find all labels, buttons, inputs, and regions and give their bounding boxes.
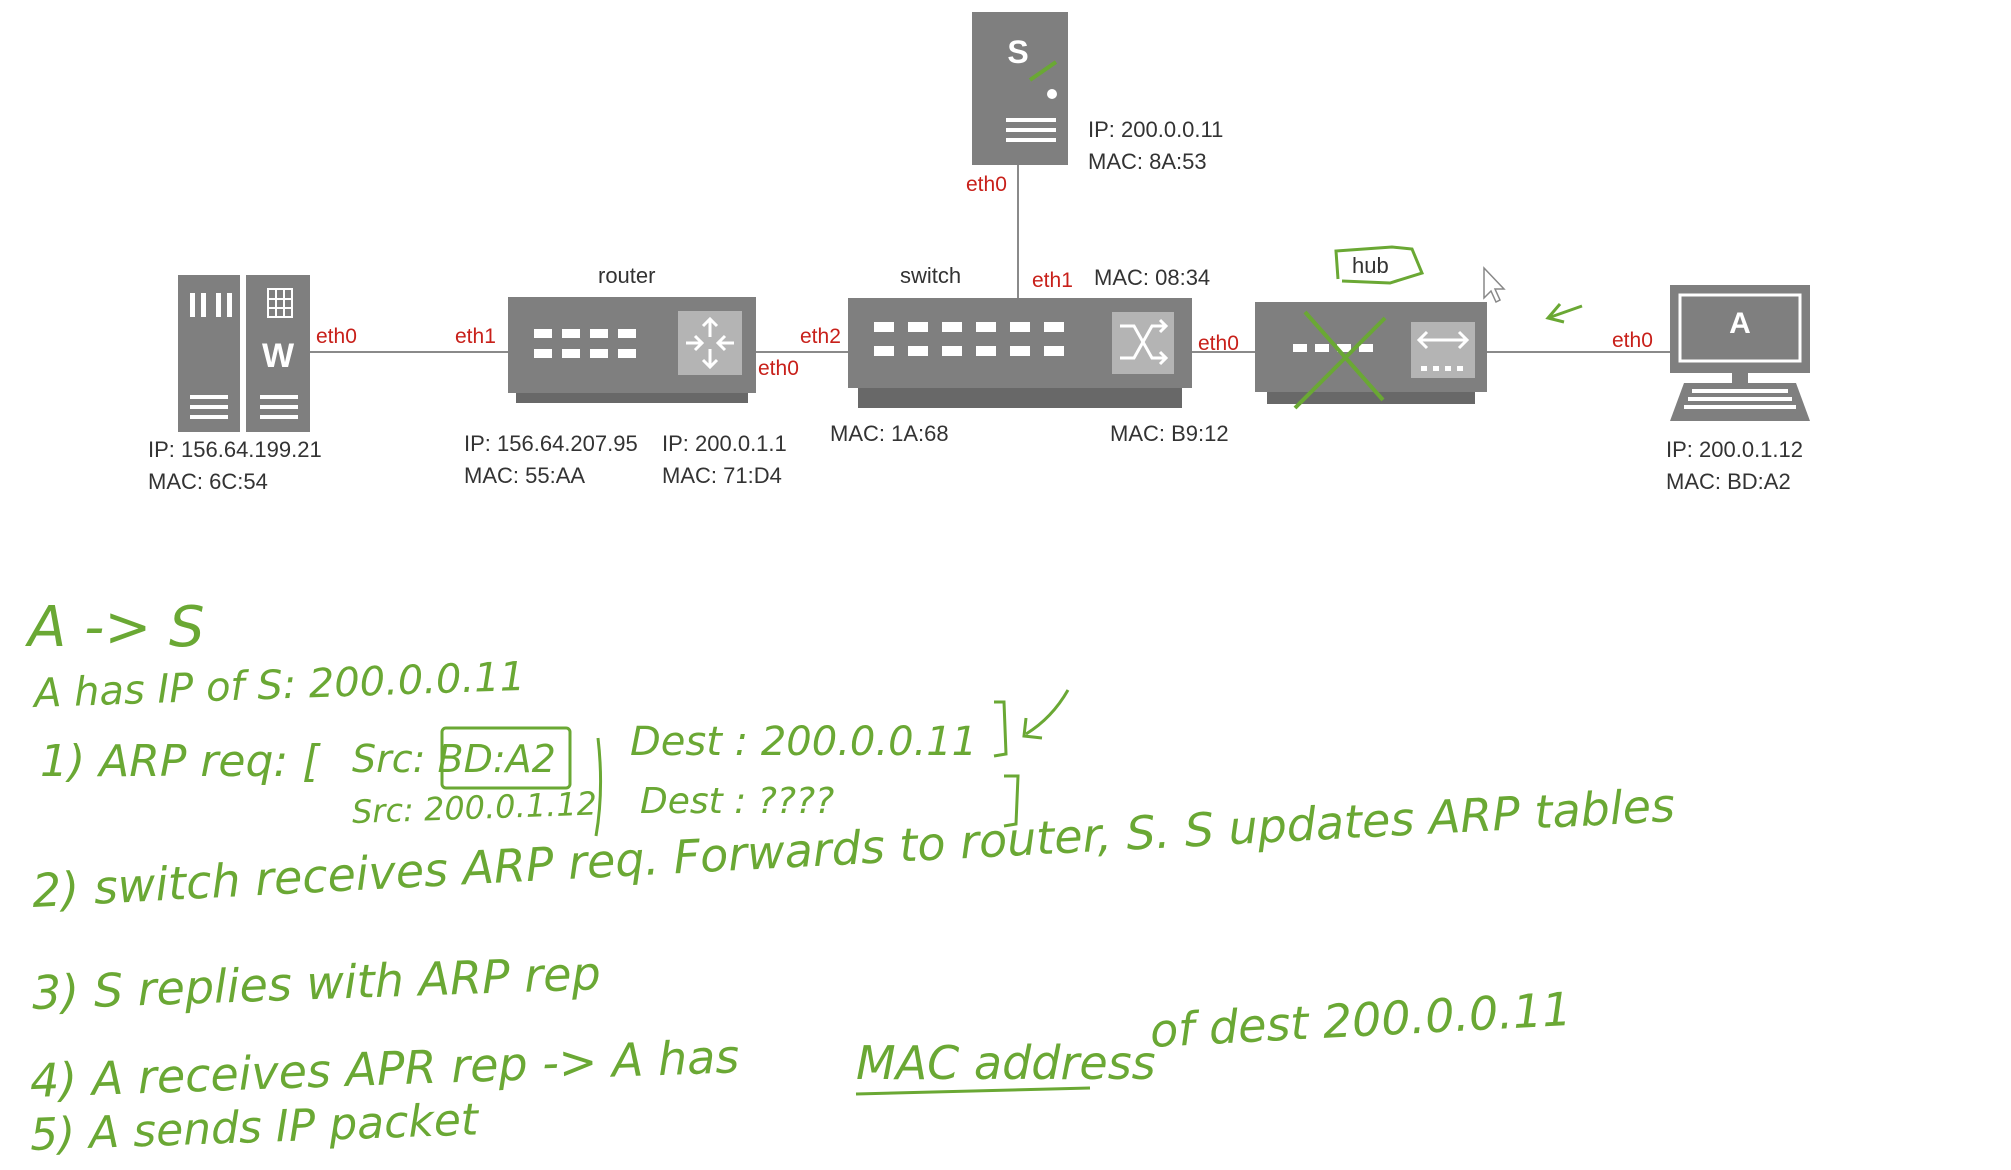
hub-cross-out-mark — [1293, 310, 1387, 410]
router-icon — [508, 297, 756, 403]
server-s-letter: S — [1007, 34, 1029, 70]
note-step1-prefix: 1) ARP req: [ — [40, 736, 320, 787]
router[interactable] — [508, 297, 756, 403]
server-s-mac: MAC: 8A:53 — [1088, 149, 1207, 174]
hub-name: hub — [1352, 253, 1389, 278]
switch-mac-right: MAC: B9:12 — [1110, 421, 1229, 446]
host-a-mac: MAC: BD:A2 — [1666, 469, 1791, 494]
router-name: router — [598, 263, 656, 288]
server-s[interactable]: S — [972, 12, 1068, 165]
server-s-port-label: eth0 — [966, 173, 1007, 196]
server-w[interactable]: W — [178, 275, 310, 432]
host-a-port-label: eth0 — [1612, 329, 1653, 352]
router-left-mac: MAC: 55:AA — [464, 463, 586, 488]
switch-port-eth2: eth2 — [800, 325, 841, 348]
hub-circle-mark — [1334, 245, 1425, 285]
server-w-port-label: eth0 — [316, 325, 357, 348]
router-port-eth0: eth0 — [758, 357, 799, 380]
router-right-ip: IP: 200.0.1.1 — [662, 431, 787, 456]
server-w-icon — [178, 275, 310, 432]
host-a-address-block: IP: 200.0.1.12 MAC: BD:A2 — [1666, 434, 1803, 498]
server-s-address-block: IP: 200.0.0.11 MAC: 8A:53 — [1088, 114, 1223, 178]
host-a-computer-icon — [1670, 285, 1810, 421]
host-a-letter: A — [1729, 307, 1751, 340]
server-w-mac: MAC: 6C:54 — [148, 469, 268, 494]
server-s-ink-mark — [1028, 60, 1058, 82]
router-right-mac: MAC: 71:D4 — [662, 463, 782, 488]
server-s-icon — [972, 12, 1068, 165]
switch-mac-left: MAC: 1A:68 — [830, 421, 949, 446]
note-line0: A -> S — [28, 595, 205, 660]
note-step1-src-ip: Src: 200.0.1.12 — [351, 784, 598, 831]
server-w-address-block: IP: 156.64.199.21 MAC: 6C:54 — [148, 434, 322, 498]
switch-port-eth1-mac: MAC: 08:34 — [1094, 265, 1211, 290]
hub-icon — [1255, 302, 1487, 410]
switch[interactable] — [848, 298, 1192, 408]
note-step1-src-mac: Src: BD:A2 — [352, 737, 556, 781]
note-step4-mac-address: MAC address — [856, 1036, 1156, 1090]
hub-port-eth0: eth0 — [1198, 332, 1239, 355]
note-step1-dest-ip: Dest : 200.0.0.11 — [630, 719, 978, 765]
switch-port-eth1: eth1 — [1032, 269, 1073, 292]
hub-name-box: hub — [1332, 243, 1425, 287]
note-step1-dest-mac: Dest : ???? — [640, 781, 835, 822]
server-s-ip: IP: 200.0.0.11 — [1088, 117, 1224, 142]
router-left-address: IP: 156.64.207.95 MAC: 55:AA — [464, 428, 638, 492]
switch-icon — [848, 298, 1192, 408]
router-port-eth1: eth1 — [455, 325, 496, 348]
server-w-ip: IP: 156.64.199.21 — [148, 437, 322, 462]
switch-name: switch — [900, 263, 962, 288]
router-right-address: IP: 200.0.1.1 MAC: 71:D4 — [662, 428, 787, 492]
router-left-ip: IP: 156.64.207.95 — [464, 431, 638, 456]
server-w-letter: W — [261, 337, 295, 375]
hub[interactable] — [1255, 302, 1487, 412]
host-a[interactable]: A — [1660, 285, 1810, 425]
host-a-ip: IP: 200.0.1.12 — [1666, 437, 1803, 462]
